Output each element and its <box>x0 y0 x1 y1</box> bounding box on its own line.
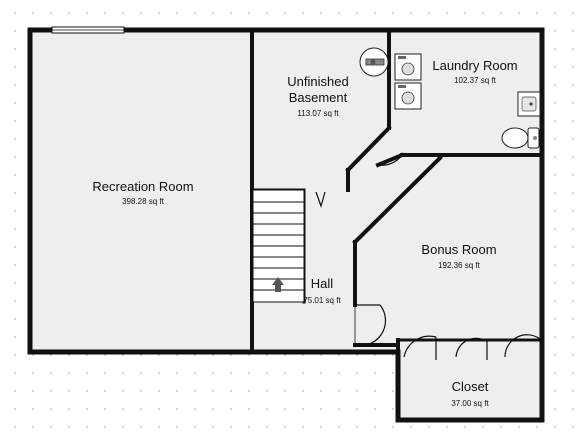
room-name-unfinished-line1: Unfinished <box>287 74 348 89</box>
room-area-recreation: 398.28 sq ft <box>122 197 165 206</box>
room-name-hall: Hall <box>311 276 334 291</box>
room-area-unfinished: 113.07 sq ft <box>297 109 339 118</box>
room-name-unfinished-line2: Basement <box>289 90 348 105</box>
toilet-icon <box>501 127 540 149</box>
dryer-icon <box>394 82 422 110</box>
room-labels: Recreation Room 398.28 sq ft Unfinished … <box>92 58 517 408</box>
window <box>51 26 125 34</box>
room-name-bonus: Bonus Room <box>421 242 496 257</box>
room-name-recreation: Recreation Room <box>92 179 193 194</box>
doors <box>315 154 541 360</box>
room-area-bonus: 192.36 sq ft <box>438 261 481 270</box>
room-name-laundry: Laundry Room <box>432 58 517 73</box>
walls <box>27 27 545 423</box>
sink-icon <box>517 91 541 117</box>
room-name-closet: Closet <box>452 379 489 394</box>
water-heater-icon <box>359 47 389 77</box>
up-arrow-icon <box>272 277 284 292</box>
washer-icon <box>394 53 422 81</box>
room-area-hall: 75.01 sq ft <box>303 296 341 305</box>
room-area-closet: 37.00 sq ft <box>451 399 489 408</box>
room-area-laundry: 102.37 sq ft <box>454 76 497 85</box>
